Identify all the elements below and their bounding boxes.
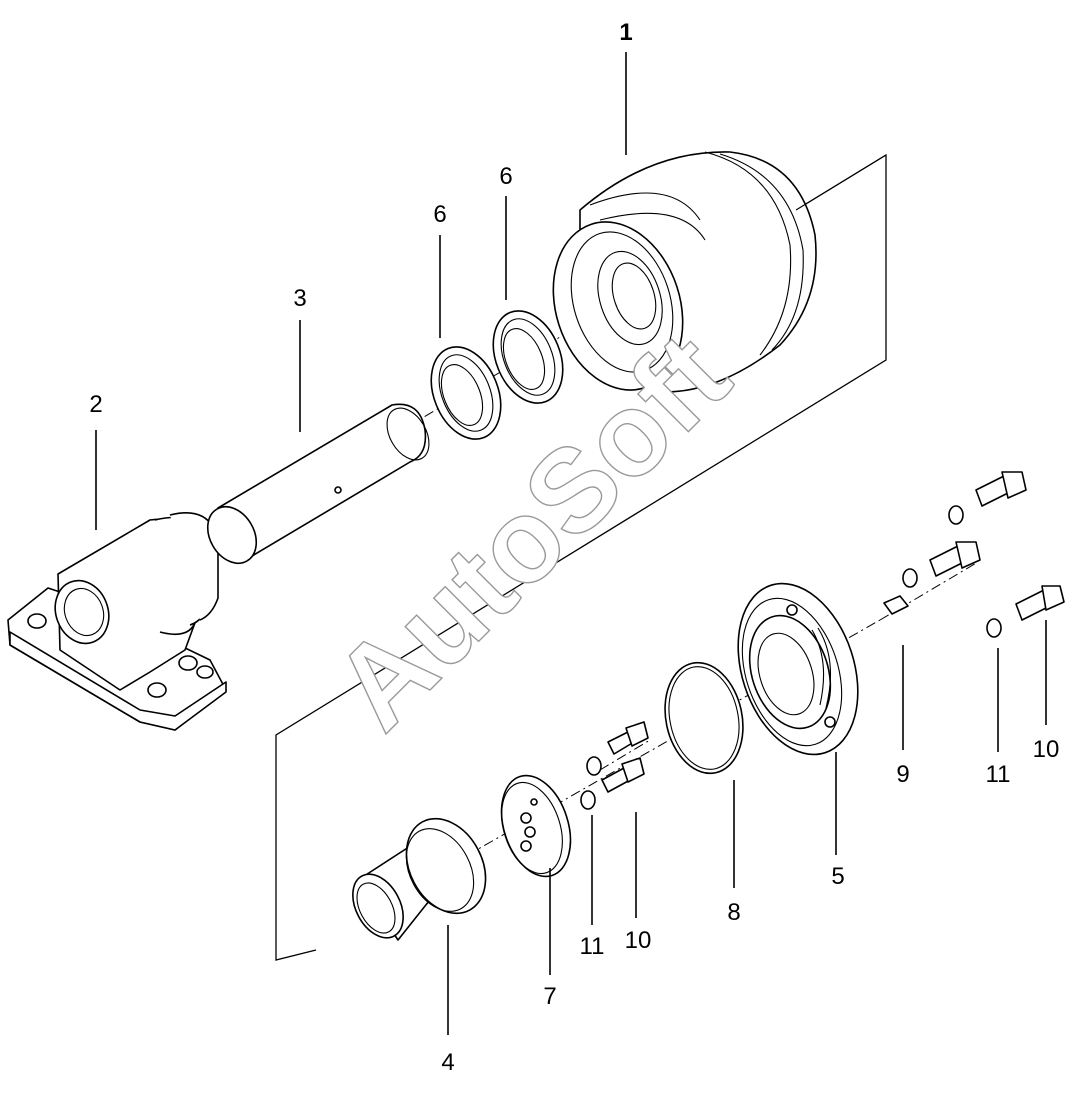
part-11-washers-small [580, 756, 602, 810]
part-9-grease-fitting [883, 595, 909, 615]
callout-4: 4 [441, 1049, 454, 1076]
part-1-roller [552, 151, 887, 393]
part-4-bushing [352, 817, 487, 941]
part-10-bolt-upper [607, 721, 649, 755]
callout-11-lower: 11 [580, 933, 605, 960]
callout-2: 2 [89, 391, 102, 418]
part-5-flange [737, 582, 859, 756]
part-6-seal-left [430, 346, 502, 440]
callout-labels: 1 2 3 6 6 4 7 11 10 8 5 9 11 10 [89, 19, 1059, 1076]
callout-10-lower: 10 [625, 927, 652, 954]
callout-3: 3 [293, 285, 306, 312]
callout-11-right: 11 [986, 761, 1011, 788]
callout-7: 7 [543, 983, 556, 1010]
part-2-support-bracket [7, 511, 227, 731]
callout-6-left: 6 [433, 201, 446, 228]
part-10-bolt-lower [601, 757, 645, 793]
part-7-cover-plate [500, 774, 572, 878]
part-10-bolt-right-top [975, 471, 1027, 507]
part-6-seal-right [492, 310, 564, 404]
callout-10-right: 10 [1033, 736, 1060, 763]
callout-5: 5 [831, 863, 844, 890]
callout-1: 1 [619, 19, 632, 46]
part-10-bolt-right-middle [929, 541, 981, 577]
callout-6-right: 6 [499, 163, 512, 190]
part-8-o-ring [664, 661, 744, 775]
part-11-washers-right [902, 505, 1002, 638]
callout-8: 8 [727, 899, 740, 926]
leader-lines [95, 52, 1047, 1035]
callout-9: 9 [896, 761, 909, 788]
part-10-bolt-right-bottom [1015, 585, 1065, 621]
part-3-shaft [206, 403, 430, 565]
